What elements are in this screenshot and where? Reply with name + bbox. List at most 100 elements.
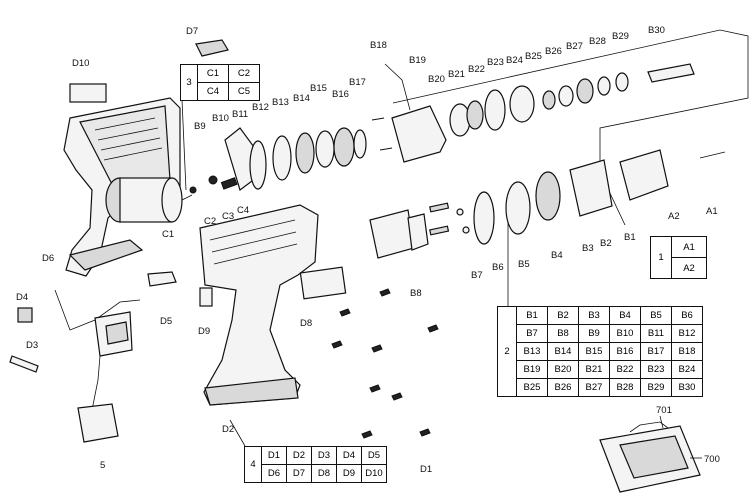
label-b13: B13	[272, 97, 289, 108]
table-cell: B9	[578, 324, 610, 343]
carry-case	[599, 415, 702, 493]
table-cell: B18	[671, 342, 703, 361]
table-cell: D1	[261, 446, 287, 465]
battery-contact-5	[77, 403, 119, 443]
label-b26: B26	[545, 46, 562, 57]
screws	[331, 288, 439, 439]
label-d3: D3	[26, 340, 38, 351]
washer-c2	[189, 186, 197, 194]
label-b8: B8	[410, 288, 422, 299]
label-d1: D1	[420, 464, 432, 475]
group-table-3: 3 C1 C2 C4 C5	[180, 64, 260, 101]
table-cell: B8	[547, 324, 579, 343]
table-cell: B23	[640, 360, 672, 379]
group-number: 4	[244, 446, 262, 483]
label-700: 700	[704, 454, 720, 465]
table-cell: C2	[228, 64, 260, 83]
part-d5	[147, 271, 177, 287]
label-b6: B6	[492, 262, 504, 273]
label-d8: D8	[300, 318, 312, 329]
table-cell: D6	[261, 464, 287, 483]
screw-c3	[208, 175, 218, 185]
table-cell: D5	[361, 446, 387, 465]
label-plate-d10	[69, 83, 107, 103]
right-housing-half	[199, 204, 319, 406]
table-cell: D8	[311, 464, 337, 483]
label-c4: C4	[237, 205, 249, 216]
table-cell: D7	[286, 464, 312, 483]
label-b19: B19	[409, 55, 426, 66]
motor	[105, 177, 193, 223]
label-b14: B14	[293, 93, 310, 104]
label-c3: C3	[222, 211, 234, 222]
table-cell: B11	[640, 324, 672, 343]
label-d10: D10	[72, 58, 89, 69]
label-b15: B15	[310, 83, 327, 94]
table-cell: B14	[547, 342, 579, 361]
gear-housing	[384, 63, 695, 163]
table-cell: B12	[671, 324, 703, 343]
table-cell: C5	[228, 82, 260, 101]
table-cell: B6	[671, 306, 703, 325]
label-d8	[299, 266, 347, 300]
clutch-and-chuck	[369, 149, 726, 259]
callout-labels: D7 D10 B9 B10 B11 B12 B13 B14 B15 B16 B1…	[16, 25, 720, 475]
table-cell: B21	[578, 360, 610, 379]
table-cell: B30	[671, 378, 703, 397]
table-cell: B16	[609, 342, 641, 361]
group-number: 1	[650, 236, 672, 279]
table-cell: B24	[671, 360, 703, 379]
part-d3	[9, 355, 39, 373]
table-cell: D10	[361, 464, 387, 483]
table-cell: B17	[640, 342, 672, 361]
label-b29: B29	[612, 31, 629, 42]
label-a2: A2	[668, 211, 680, 222]
gearbox-parts	[224, 117, 393, 191]
table-cell: C4	[197, 82, 229, 101]
label-b5: B5	[518, 259, 530, 270]
label-b3: B3	[582, 243, 594, 254]
table-cell: B5	[640, 306, 672, 325]
label-b22: B22	[468, 64, 485, 75]
group-number: 3	[180, 64, 198, 101]
switch	[94, 311, 133, 357]
label-b12: B12	[252, 102, 269, 113]
label-d5: D5	[160, 316, 172, 327]
group-table-4: 4 D1 D2 D3 D4 D5 D6 D7 D8 D9 D10	[244, 446, 387, 483]
table-cell: B25	[516, 378, 548, 397]
label-d9: D9	[198, 326, 210, 337]
part-d4	[17, 307, 33, 323]
table-cell: B2	[547, 306, 579, 325]
label-b20: B20	[428, 74, 445, 85]
table-cell: D4	[336, 446, 362, 465]
label-b10: B10	[212, 113, 229, 124]
table-cell: D3	[311, 446, 337, 465]
group-number: 2	[497, 306, 517, 397]
table-cell: B7	[516, 324, 548, 343]
label-b30: B30	[648, 25, 665, 36]
table-cell: B15	[578, 342, 610, 361]
table-cell: B4	[609, 306, 641, 325]
label-b11: B11	[232, 109, 248, 120]
label-b23: B23	[487, 57, 504, 68]
table-cell: B13	[516, 342, 548, 361]
label-b25: B25	[525, 51, 542, 62]
table-cell: B27	[578, 378, 610, 397]
table-cell: D2	[286, 446, 312, 465]
label-d6: D6	[42, 253, 54, 264]
group-table-2: 2 B1 B2 B3 B4 B5 B6 B7 B8 B9 B10 B11 B12…	[497, 306, 703, 397]
label-b16: B16	[332, 89, 349, 100]
table-cell: B29	[640, 378, 672, 397]
table-cell: B28	[609, 378, 641, 397]
label-d2: D2	[222, 424, 234, 435]
label-a1: A1	[706, 206, 718, 217]
label-b2: B2	[600, 238, 612, 249]
label-b27: B27	[566, 41, 583, 52]
label-b18: B18	[370, 40, 387, 51]
label-b9: B9	[194, 121, 206, 132]
table-cell: B1	[516, 306, 548, 325]
label-701: 701	[656, 405, 672, 416]
assembly-outline	[392, 29, 749, 226]
plate-d9	[199, 287, 213, 307]
